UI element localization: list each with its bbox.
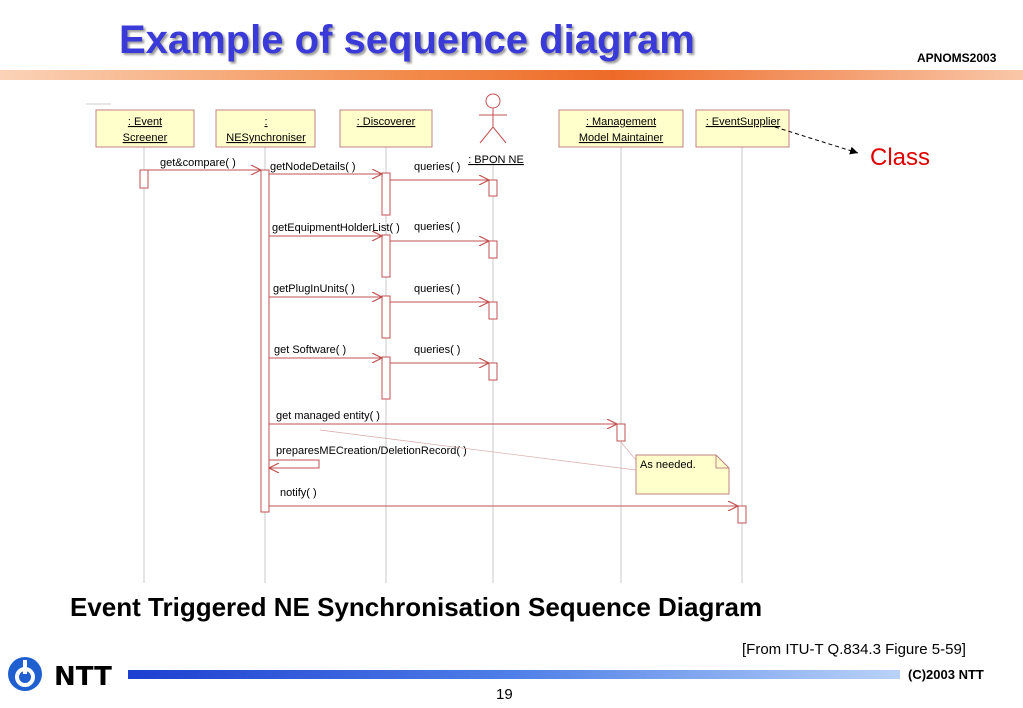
actor-icon xyxy=(479,93,507,144)
note-as-needed: As needed. xyxy=(635,454,730,495)
activation-bar xyxy=(381,172,391,216)
activation-bar xyxy=(616,423,626,442)
object-event-supplier: : EventSupplier xyxy=(695,109,790,148)
activation-bar xyxy=(488,362,498,381)
note-text: As needed. xyxy=(640,459,696,471)
activation-bar xyxy=(260,169,270,513)
ntt-logo-text: NTT xyxy=(54,662,112,692)
note-connector xyxy=(619,440,637,461)
message-label: queries( ) xyxy=(414,283,460,295)
message-label: queries( ) xyxy=(414,161,460,173)
note-connector xyxy=(319,429,637,471)
object-label-line1: : Discoverer xyxy=(357,116,416,128)
conference-label: APNOMS2003 xyxy=(917,51,997,65)
object-model-maintainer: : Management Model Maintainer xyxy=(558,109,684,148)
object-label-line2: NESynchroniser xyxy=(226,132,306,144)
activation-bar xyxy=(488,301,498,320)
object-label-line1: : EventSupplier xyxy=(706,116,781,128)
activation-bar xyxy=(488,179,498,197)
message-queries-4: queries( ) xyxy=(390,344,489,363)
message-label: get Software( ) xyxy=(274,344,346,356)
activation-bar xyxy=(381,295,391,339)
copyright: (C)2003 NTT xyxy=(908,667,984,682)
object-event-screener: : Event Screener xyxy=(95,109,195,148)
footer-bar xyxy=(128,670,900,679)
message-label: getEquipmentHolderList( ) xyxy=(272,222,400,234)
object-label-line1: : Event xyxy=(128,116,162,128)
message-get-managed-entity: get managed entity( ) xyxy=(269,410,617,424)
ntt-logo: NTT xyxy=(8,657,112,692)
diagram-caption: Event Triggered NE Synchronisation Seque… xyxy=(70,592,763,622)
object-discoverer: : Discoverer xyxy=(339,109,433,148)
message-get-plug-in-units: getPlugInUnits( ) xyxy=(269,283,382,297)
activation-bar xyxy=(381,356,391,400)
message-get-compare: get&compare( ) xyxy=(148,157,261,170)
message-label: getPlugInUnits( ) xyxy=(273,283,355,295)
activation-bar xyxy=(737,505,747,524)
source-citation: [From ITU-T Q.834.3 Figure 5-59] xyxy=(742,641,966,658)
object-label-line1: : Management xyxy=(586,116,656,128)
message-label: get&compare( ) xyxy=(160,157,236,169)
message-label: getNodeDetails( ) xyxy=(270,161,356,173)
actor-label: : BPON NE xyxy=(468,154,524,166)
object-label-line1: : xyxy=(264,116,267,128)
message-get-software: get Software( ) xyxy=(269,344,382,358)
message-queries-3: queries( ) xyxy=(390,283,489,302)
message-label: queries( ) xyxy=(414,221,460,233)
activation-bar xyxy=(488,240,498,259)
message-queries-1: queries( ) xyxy=(390,161,489,180)
message-notify: notify( ) xyxy=(269,487,738,506)
message-label: queries( ) xyxy=(414,344,460,356)
message-queries-2: queries( ) xyxy=(390,221,489,241)
object-ne-synchroniser: : NESynchroniser xyxy=(215,109,316,148)
object-label-line2: Model Maintainer xyxy=(579,132,664,144)
message-label: preparesMECreation/DeletionRecord( ) xyxy=(276,445,467,457)
message-prepares-me-creation: preparesMECreation/DeletionRecord( ) xyxy=(269,445,467,468)
slide-title: Example of sequence diagram xyxy=(119,18,695,62)
message-get-node-details: getNodeDetails( ) xyxy=(269,161,382,174)
class-annotation-label: Class xyxy=(870,144,930,171)
class-annotation-arrow xyxy=(774,126,859,155)
header-bar xyxy=(0,70,1023,80)
message-label: notify( ) xyxy=(280,487,317,499)
message-get-equipment-holder-list: getEquipmentHolderList( ) xyxy=(269,222,400,236)
activation-bar xyxy=(139,169,149,189)
message-label: get managed entity( ) xyxy=(276,410,380,422)
activation-bar xyxy=(381,234,391,278)
page-number: 19 xyxy=(496,686,513,703)
object-label-line2: Screener xyxy=(123,132,168,144)
